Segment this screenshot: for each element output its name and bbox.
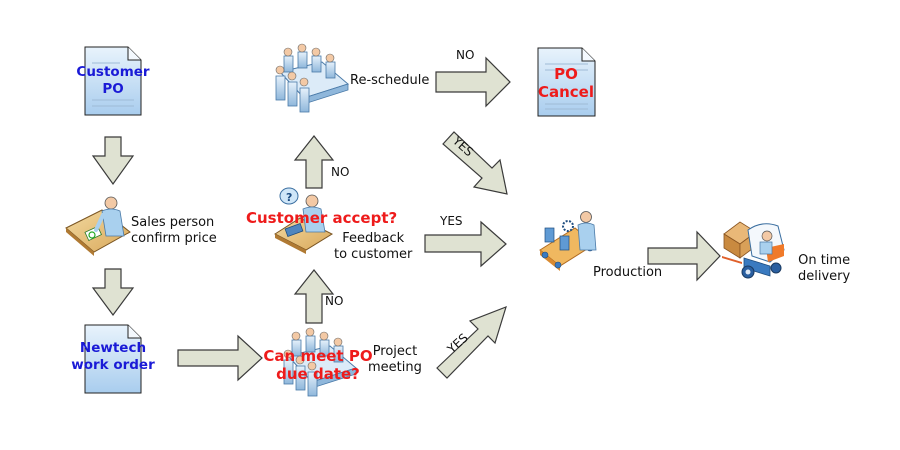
customer-po-label: Customer PO: [73, 64, 153, 98]
po-cancel-line1: PO: [554, 65, 578, 83]
customer-po-document-icon: [84, 46, 142, 116]
arrow-right-reschedule-to-cancel: [435, 56, 511, 108]
delivery-line2: delivery: [798, 269, 851, 284]
reschedule-meeting-icon: [275, 43, 350, 113]
reschedule-label: Re-schedule: [350, 73, 430, 88]
sales-person-label: Sales person confirm price: [131, 215, 217, 247]
customer-accept-question: Customer accept?: [246, 209, 398, 227]
question-line2: due date?: [276, 365, 360, 383]
arrow-right-production-to-delivery: [647, 230, 721, 282]
production-label: Production: [593, 265, 663, 280]
forklift-icon: [722, 221, 785, 279]
arrow-diag-reschedule-to-production: [442, 131, 508, 195]
delivery-line1: On time: [798, 253, 851, 268]
edge-label-meeting-feedback: NO: [325, 294, 344, 308]
production-icon: [539, 211, 597, 271]
feedback-person-icon: ?: [273, 187, 334, 254]
arrow-down-po-to-sales: [91, 136, 135, 186]
edge-label-feedback-reschedule: NO: [331, 165, 350, 179]
project-meeting-line2: meeting: [368, 360, 422, 375]
project-meeting-icon: [283, 327, 358, 397]
delivery-label: On time delivery: [798, 253, 850, 285]
work-order-document-icon: [84, 324, 142, 394]
sales-person-line2: confirm price: [131, 231, 217, 246]
can-meet-due-date-question: Can meet PO due date?: [258, 347, 378, 383]
po-cancel-line2: Cancel: [537, 83, 594, 101]
arrow-up-meeting-to-feedback: [293, 269, 335, 324]
arrow-right-feedback-to-production: [424, 220, 507, 268]
sales-person-line1: Sales person: [131, 215, 215, 230]
svg-text:?: ?: [286, 191, 292, 204]
work-order-line1: Newtech: [79, 340, 147, 356]
feedback-label: Feedback to customer: [334, 231, 412, 263]
arrow-diag-meeting-to-production: [436, 305, 507, 379]
edge-label-reschedule-cancel: NO: [456, 48, 475, 62]
sales-person-icon: [65, 196, 131, 256]
edge-label-feedback-production: YES: [440, 214, 463, 228]
arrow-down-sales-to-workorder: [91, 268, 135, 317]
project-meeting-label: Project meeting: [368, 344, 422, 376]
arrow-right-workorder-to-meeting: [177, 334, 263, 382]
po-cancel-document-icon: [537, 47, 596, 117]
customer-po-line1: Customer: [76, 64, 150, 80]
feedback-line2: to customer: [334, 247, 413, 262]
work-order-label: Newtech work order: [68, 340, 158, 374]
work-order-line2: work order: [71, 357, 155, 373]
project-meeting-line1: Project: [372, 344, 418, 359]
question-line1: Can meet PO: [263, 347, 373, 365]
arrow-up-feedback-to-reschedule: [293, 135, 335, 189]
po-cancel-label: PO Cancel: [533, 65, 599, 101]
feedback-line1: Feedback: [342, 231, 405, 246]
customer-po-line2: PO: [102, 81, 124, 97]
